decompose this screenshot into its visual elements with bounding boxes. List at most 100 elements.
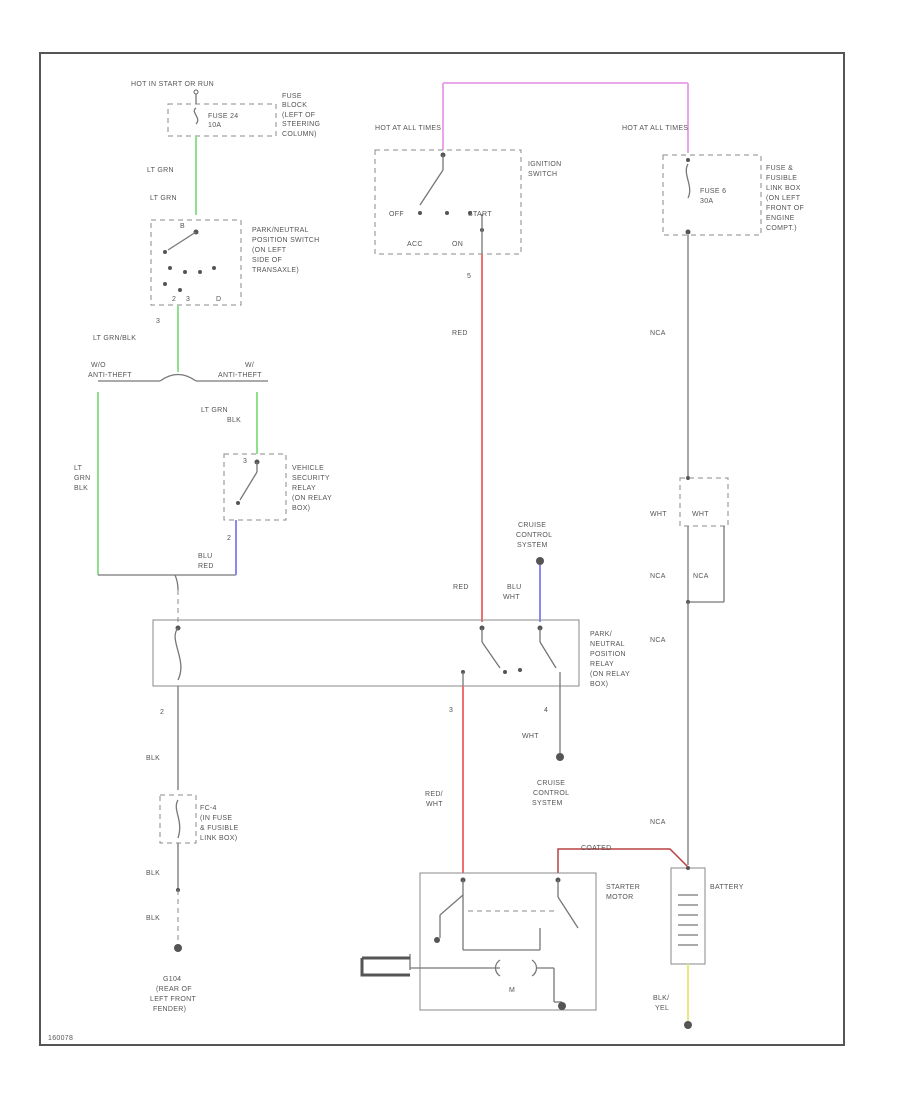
- ign-line-1: SWITCH: [528, 171, 557, 178]
- pn-switch-line-3: SIDE OF: [252, 257, 282, 264]
- label-blk-2: BLK: [146, 870, 160, 877]
- security-relay: 3 VEHICLE SECURITY RELAY (ON RELAY BOX): [223, 453, 332, 521]
- cruise-bottom-1: CONTROL: [533, 790, 569, 797]
- pn-relay-pin-bottom: 4: [544, 707, 548, 714]
- label-blu-wht-b: WHT: [503, 594, 520, 601]
- diagram-id: 160078: [48, 1035, 73, 1042]
- fuse24-loc-3: STEERING: [282, 121, 320, 128]
- pn-relay-line-4: (ON RELAY: [590, 671, 630, 678]
- fusible-line-2: & FUSIBLE: [200, 825, 239, 832]
- cruise-top-1: CONTROL: [516, 532, 552, 539]
- ign-pos-start: START: [468, 211, 492, 218]
- fuse6-rating: 30A: [700, 198, 713, 205]
- pn-switch-line-0: PARK/NEUTRAL: [252, 227, 309, 234]
- fuse24-block: HOT IN START OR RUN FUSE 24 10A FUSE BLO…: [131, 81, 320, 138]
- ground-line-3: FENDER): [153, 1006, 186, 1013]
- label-ltgrn-sec-a: LT GRN: [201, 407, 228, 414]
- security-pin: 2: [227, 535, 231, 542]
- security-line-0: VEHICLE: [292, 465, 324, 472]
- pn-pin-3: 3: [186, 296, 190, 303]
- label-blu-red-b: RED: [198, 563, 214, 570]
- pn-relay: PARK/ NEUTRAL POSITION RELAY (ON RELAY B…: [152, 619, 630, 688]
- label-nca-3: NCA: [693, 573, 709, 580]
- ground-line-0: G104: [163, 976, 181, 983]
- pn-relay-pin-left: 2: [160, 709, 164, 716]
- label-red-wht-a: RED/: [425, 791, 443, 798]
- ground-line-2: LEFT FRONT: [150, 996, 196, 1003]
- ignition-switch: HOT AT ALL TIMES OFF ACC ON START IGNITI…: [374, 82, 689, 280]
- fuse6-loc-0: FUSE &: [766, 165, 793, 172]
- cruise-top-2: SYSTEM: [517, 542, 548, 549]
- fuse24-loc-1: BLOCK: [282, 102, 307, 109]
- fusible-link: FC-4 (IN FUSE & FUSIBLE LINK BOX): [159, 794, 239, 844]
- security-line-1: SECURITY: [292, 475, 330, 482]
- fuse24-loc-4: COLUMN): [282, 131, 317, 138]
- label-nca-1: NCA: [650, 330, 666, 337]
- label-wht-1: WHT: [650, 511, 667, 518]
- label-w: W/: [245, 362, 254, 369]
- label-blk-3: BLK: [146, 915, 160, 922]
- label-coated: COATED: [581, 845, 611, 852]
- ground-line-1: (REAR OF: [156, 986, 192, 993]
- fuse6-loc-5: ENGINE: [766, 215, 795, 222]
- label-red-1: RED: [452, 330, 468, 337]
- label-wht-2: WHT: [692, 511, 709, 518]
- ign-pos-acc: ACC: [407, 241, 423, 248]
- pn-pin-b: B: [180, 223, 185, 230]
- cruise-control-bottom: CRUISE CONTROL SYSTEM: [532, 753, 569, 807]
- label-blk-1: BLK: [146, 755, 160, 762]
- diagram-frame: [39, 52, 845, 1046]
- fuse6-block: HOT AT ALL TIMES FUSE 6 30A FUSE & FUSIB…: [622, 125, 804, 236]
- starter-line-0: STARTER: [606, 884, 640, 891]
- label-red-2: RED: [453, 584, 469, 591]
- cruise-top-0: CRUISE: [518, 522, 546, 529]
- ign-pos-off: OFF: [389, 211, 404, 218]
- label-blu-wht-a: BLU: [507, 584, 522, 591]
- label-red-wht-b: WHT: [426, 801, 443, 808]
- fuse6-loc-4: FRONT OF: [766, 205, 804, 212]
- pn-relay-line-0: PARK/: [590, 631, 612, 638]
- pn-relay-pin-red: 3: [449, 707, 453, 714]
- pn-relay-line-3: RELAY: [590, 661, 614, 668]
- cruise-bottom-2: SYSTEM: [532, 800, 563, 807]
- label-wo: W/O: [91, 362, 106, 369]
- ign-hot-label: HOT AT ALL TIMES: [375, 125, 441, 132]
- fuse6-loc-3: (ON LEFT: [766, 195, 801, 202]
- label-nca-5: NCA: [650, 819, 666, 826]
- starter-motor-symbol: M: [509, 987, 515, 994]
- pn-out-pin: 3: [156, 318, 160, 325]
- ign-pos-on: ON: [452, 241, 463, 248]
- label-lt-left-b: GRN: [74, 475, 90, 482]
- pn-switch-line-2: (ON LEFT: [252, 247, 287, 254]
- ign-line-0: IGNITION: [528, 161, 562, 168]
- fuse6-loc-1: FUSIBLE: [766, 175, 797, 182]
- pn-relay-line-1: NEUTRAL: [590, 641, 625, 648]
- pn-relay-line-5: BOX): [590, 681, 608, 688]
- cruise-bottom-0: CRUISE: [537, 780, 565, 787]
- hot-label-left: HOT IN START OR RUN: [131, 81, 214, 88]
- label-lt-grn-2: LT GRN: [150, 195, 177, 202]
- fusible-line-1: (IN FUSE: [200, 815, 232, 822]
- security-line-4: BOX): [292, 505, 310, 512]
- battery-label: BATTERY: [710, 884, 744, 891]
- label-w-2: ANTI-THEFT: [218, 372, 262, 379]
- label-lt-left-a: LT: [74, 465, 83, 472]
- label-lt-grn-blk: LT GRN/BLK: [93, 335, 136, 342]
- battery: BATTERY: [670, 866, 744, 965]
- label-blk-yel-a: BLK/: [653, 995, 669, 1002]
- pn-pin-4: D: [216, 296, 221, 303]
- wire-coated: [557, 848, 689, 873]
- fuse24-rating: 10A: [208, 122, 221, 129]
- security-top-pin: 3: [243, 458, 247, 465]
- label-blk-yel-b: YEL: [655, 1005, 669, 1012]
- fuse6-name: FUSE 6: [700, 188, 726, 195]
- pn-switch-line-4: TRANSAXLE): [252, 267, 299, 274]
- label-lt-grn-1: LT GRN: [147, 167, 174, 174]
- label-ltgrn-sec-b: BLK: [227, 417, 241, 424]
- fuse24-loc-0: FUSE: [282, 93, 302, 100]
- label-lt-left-c: BLK: [74, 485, 88, 492]
- starter-line-1: MOTOR: [606, 894, 633, 901]
- fuse6-loc-6: COMPT.): [766, 225, 797, 232]
- pn-switch-line-1: POSITION SWITCH: [252, 237, 320, 244]
